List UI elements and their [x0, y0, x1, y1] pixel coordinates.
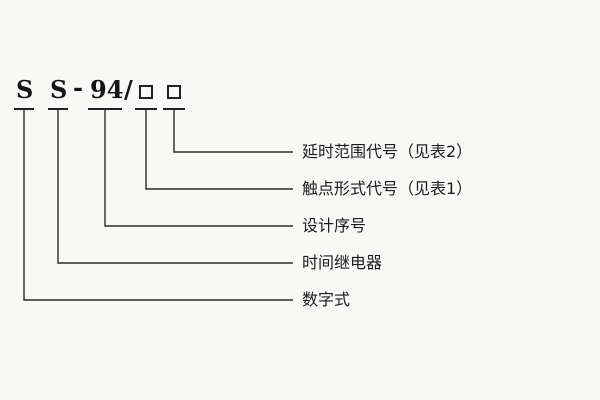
placeholder-box-2-icon	[167, 85, 181, 99]
underline-series-1	[14, 108, 34, 110]
label-digital-type: 数字式	[302, 290, 351, 309]
label-design-serial-number: 设计序号	[302, 216, 367, 235]
underline-series-2	[48, 108, 68, 110]
label-time-relay: 时间继电器	[302, 253, 383, 272]
model-char-dash: -	[73, 73, 83, 102]
model-char-series-2: S	[50, 75, 68, 104]
connector-line-time-relay	[57, 110, 293, 264]
connector-line-contact-form	[145, 110, 293, 190]
placeholder-box-1-icon	[139, 85, 153, 99]
connector-line-design-serial	[104, 110, 293, 227]
connector-line-delay-range	[173, 110, 293, 153]
model-char-series-1: S	[16, 75, 34, 104]
underline-box-1	[135, 108, 157, 110]
underline-box-2	[163, 108, 185, 110]
underline-number	[88, 108, 122, 110]
connector-line-digital-type	[23, 110, 293, 301]
label-contact-form-code: 触点形式代号（见表1）	[302, 179, 473, 198]
label-delay-range-code: 延时范围代号（见表2）	[302, 142, 473, 161]
model-char-number: 94	[90, 75, 124, 104]
model-char-slash: /	[124, 75, 133, 104]
